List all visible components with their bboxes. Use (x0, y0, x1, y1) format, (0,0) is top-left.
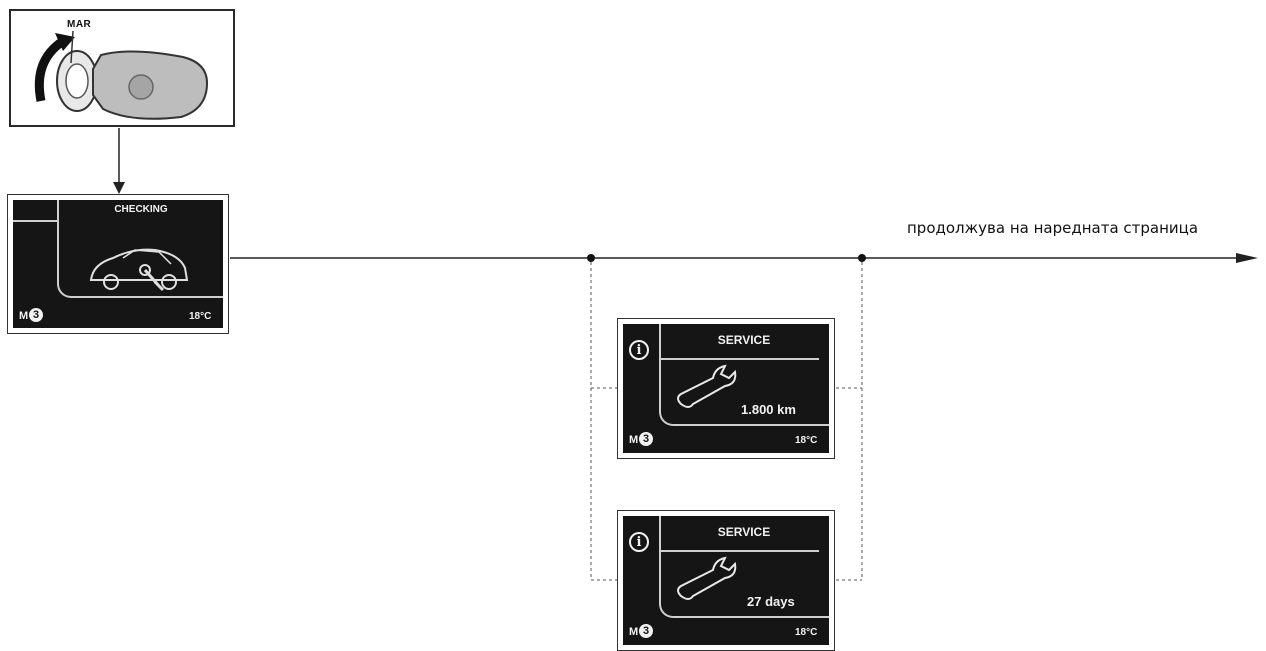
gear-prefix: M (629, 626, 639, 638)
screen-frame-divider (659, 550, 819, 552)
junction-dot-right (858, 254, 866, 262)
ignition-key-card: MAR (9, 9, 235, 127)
gear-indicator: 3 (639, 432, 653, 446)
car-icon (89, 248, 189, 292)
continue-next-page-label: продолжува на наредната страница (907, 219, 1199, 237)
service-title: SERVICE (717, 333, 771, 347)
service-title: SERVICE (717, 525, 771, 539)
info-icon: i (629, 532, 649, 552)
service-remaining-value: 27 days (747, 594, 795, 609)
wrench-icon (677, 556, 737, 600)
junction-dot-left (587, 254, 595, 262)
down-arrow-icon (113, 182, 125, 194)
mar-label: MAR (67, 19, 92, 30)
service-remaining-value: 1.800 km (741, 402, 796, 417)
service-display-panel-km: i SERVICE 1.800 km M 3 18°C (617, 318, 835, 459)
temperature-readout: 18°C (189, 311, 212, 322)
temperature-readout: 18°C (795, 627, 818, 638)
arrow-head-icon (1236, 253, 1258, 263)
gear-indicator: 3 (29, 308, 43, 322)
screen-frame-left (13, 220, 57, 242)
gear-prefix: M (19, 310, 29, 322)
screen-frame-divider (659, 358, 819, 360)
screen-frame-inner (659, 324, 829, 426)
checking-title: CHECKING (114, 204, 168, 215)
service-screen-days: i SERVICE 27 days M 3 18°C (623, 516, 829, 645)
checking-display-panel: CHECKING M 3 18°C (7, 194, 229, 334)
service-display-panel-days: i SERVICE 27 days M 3 18°C (617, 510, 835, 651)
screen-frame-inner (659, 516, 829, 618)
temperature-readout: 18°C (795, 435, 818, 446)
wrench-icon (677, 364, 737, 408)
gear-prefix: M (629, 434, 639, 446)
checking-screen: CHECKING M 3 18°C (13, 200, 223, 328)
screen-frame-inner (57, 200, 223, 298)
key-icon (34, 30, 209, 120)
gear-indicator: 3 (639, 624, 653, 638)
service-screen-km: i SERVICE 1.800 km M 3 18°C (623, 324, 829, 453)
info-icon: i (629, 340, 649, 360)
